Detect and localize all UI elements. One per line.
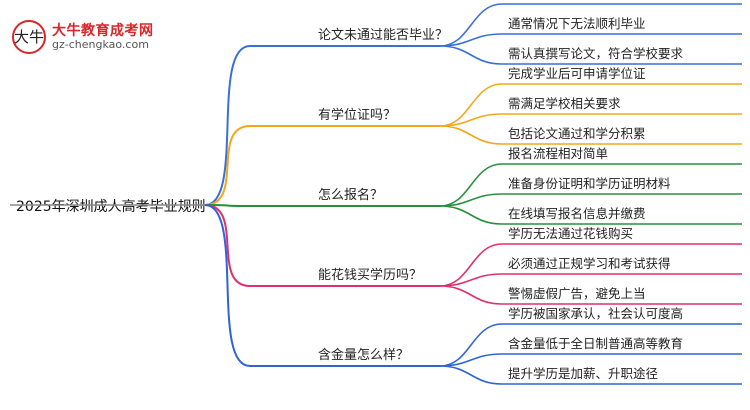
- leaf-connector: [439, 45, 503, 65]
- branch-label: 能花钱买学历吗？: [318, 267, 422, 283]
- branch-connector: [204, 45, 251, 206]
- leaf-label: 需认真撰写论文，符合学校要求: [508, 46, 684, 61]
- leaf-node: 学历无法通过花钱购买: [439, 226, 742, 287]
- leaf-node: 学历被国家承认，社会认可度高: [439, 306, 742, 367]
- leaf-label: 通常情况下无法顺利毕业: [508, 16, 646, 31]
- branch-connector: [204, 204, 251, 207]
- branch-label: 有学位证吗？: [318, 107, 396, 123]
- branch-label: 论文未通过能否毕业？: [318, 28, 448, 43]
- leaf-node: 需满足学校相关要求: [439, 96, 742, 127]
- leaf-label: 包括论文通过和学分积累: [508, 126, 646, 141]
- leaf-node: 必须通过正规学习和考试获得: [439, 256, 742, 287]
- root-node-label: 2025年深圳成人高考毕业规则: [16, 199, 206, 215]
- leaf-connector: [439, 243, 503, 287]
- leaf-node: 包括论文通过和学分积累: [439, 125, 742, 145]
- leaf-label: 学历无法通过花钱购买: [508, 226, 633, 241]
- leaf-node: 报名流程相对简单: [439, 146, 742, 207]
- leaf-connector: [439, 285, 503, 305]
- leaf-connector: [439, 83, 503, 127]
- branch-label: 含金量怎么样？: [318, 347, 409, 363]
- leaf-label: 必须通过正规学习和考试获得: [508, 256, 671, 271]
- leaf-node: 论文是毕业重要组成部分: [439, 0, 742, 47]
- leaf-connector: [439, 365, 503, 385]
- leaf-connector: [439, 3, 503, 47]
- leaf-label: 完成学业后可申请学位证: [508, 66, 646, 81]
- leaf-connector: [439, 125, 503, 145]
- leaf-node: 在线填写报名信息并缴费: [439, 205, 742, 225]
- leaf-node: 准备身份证明和学历证明材料: [439, 176, 742, 207]
- leaf-node: 警惕虚假广告，避免上当: [439, 285, 742, 305]
- leaf-label: 警惕虚假广告，避免上当: [508, 286, 646, 301]
- logo: 大牛 大牛教育成考网 gz-chengkao.com: [8, 14, 158, 54]
- leaf-label: 提升学历是加薪、升职途径: [508, 366, 658, 381]
- branch-4: 能花钱买学历吗？ 学历无法通过花钱购买必须通过正规学习和考试获得警惕虚假广告，避免…: [204, 204, 742, 305]
- leaf-label: 在线填写报名信息并缴费: [508, 206, 646, 221]
- leaf-label: 报名流程相对简单: [508, 146, 608, 161]
- leaf-connector: [439, 205, 503, 225]
- leaf-label: 论文是毕业重要组成部分: [508, 0, 646, 1]
- branch-5: 含金量怎么样？ 学历被国家承认，社会认可度高含金量低于全日制普通高等教育提升学历是…: [204, 204, 742, 385]
- branch-label: 怎么报名？: [318, 187, 383, 203]
- leaf-label: 学历被国家承认，社会认可度高: [508, 306, 683, 321]
- leaf-node: 完成学业后可申请学位证: [439, 66, 742, 127]
- leaf-label: 准备身份证明和学历证明材料: [508, 176, 671, 191]
- leaf-label: 需满足学校相关要求: [508, 96, 621, 111]
- leaf-connector: [439, 323, 503, 367]
- branch-connector: [204, 204, 251, 367]
- leaf-node: 含金量低于全日制普通高等教育: [439, 336, 742, 367]
- leaf-node: 需认真撰写论文，符合学校要求: [439, 45, 742, 65]
- leaf-connector: [439, 163, 503, 207]
- branch-connector: [204, 204, 251, 287]
- leaf-node: 通常情况下无法顺利毕业: [439, 16, 742, 47]
- leaf-node: 提升学历是加薪、升职途径: [439, 365, 742, 385]
- logo-url: gz-chengkao.com: [52, 38, 149, 51]
- logo-badge-icon: 大牛: [12, 20, 46, 54]
- branch-1: 论文未通过能否毕业？ 论文是毕业重要组成部分通常情况下无法顺利毕业需认真撰写论文，…: [204, 0, 742, 206]
- branch-connector: [204, 125, 251, 206]
- leaf-label: 含金量低于全日制普通高等教育: [508, 336, 683, 351]
- logo-name: 大牛教育成考网: [52, 23, 154, 39]
